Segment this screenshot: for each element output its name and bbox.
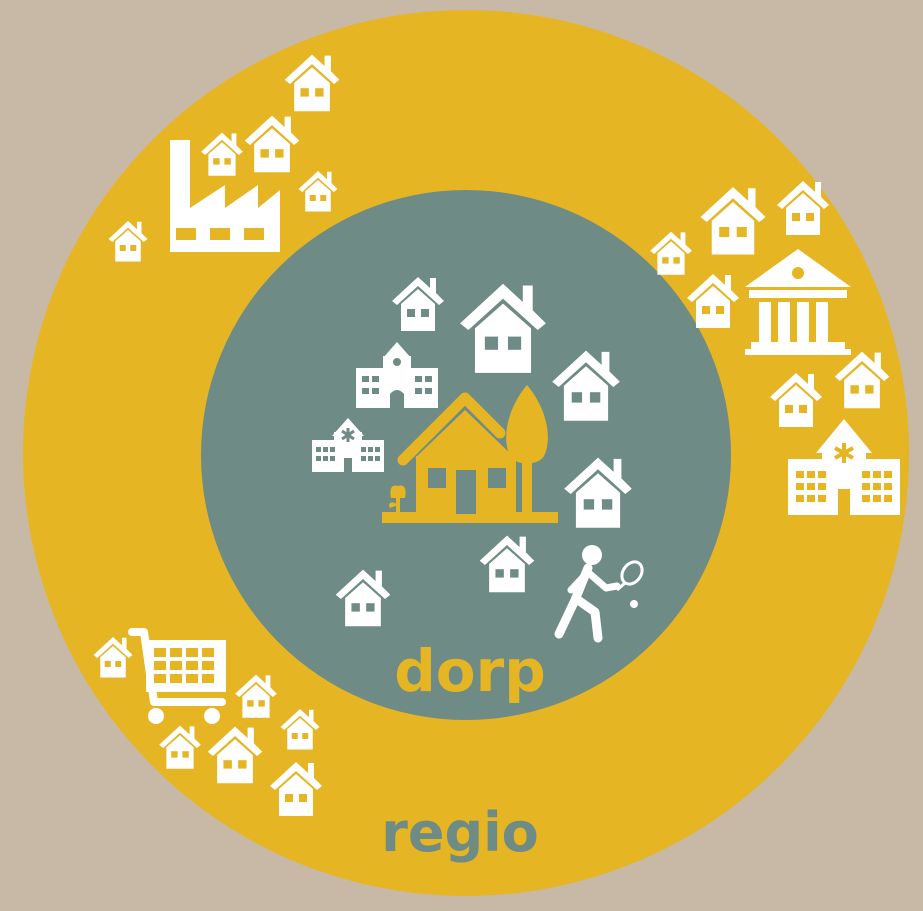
region-label: regio bbox=[381, 801, 539, 864]
home-with-tree-icon bbox=[382, 385, 558, 523]
shopping-cart-icon bbox=[128, 628, 226, 724]
hospital-icon bbox=[788, 419, 900, 515]
school-icon bbox=[356, 342, 438, 408]
village-label: dorp bbox=[394, 637, 546, 705]
tennis-player-icon bbox=[554, 545, 644, 643]
hospital-icon bbox=[312, 418, 384, 472]
factory-icon bbox=[170, 140, 280, 252]
government-building-icon bbox=[745, 249, 851, 355]
